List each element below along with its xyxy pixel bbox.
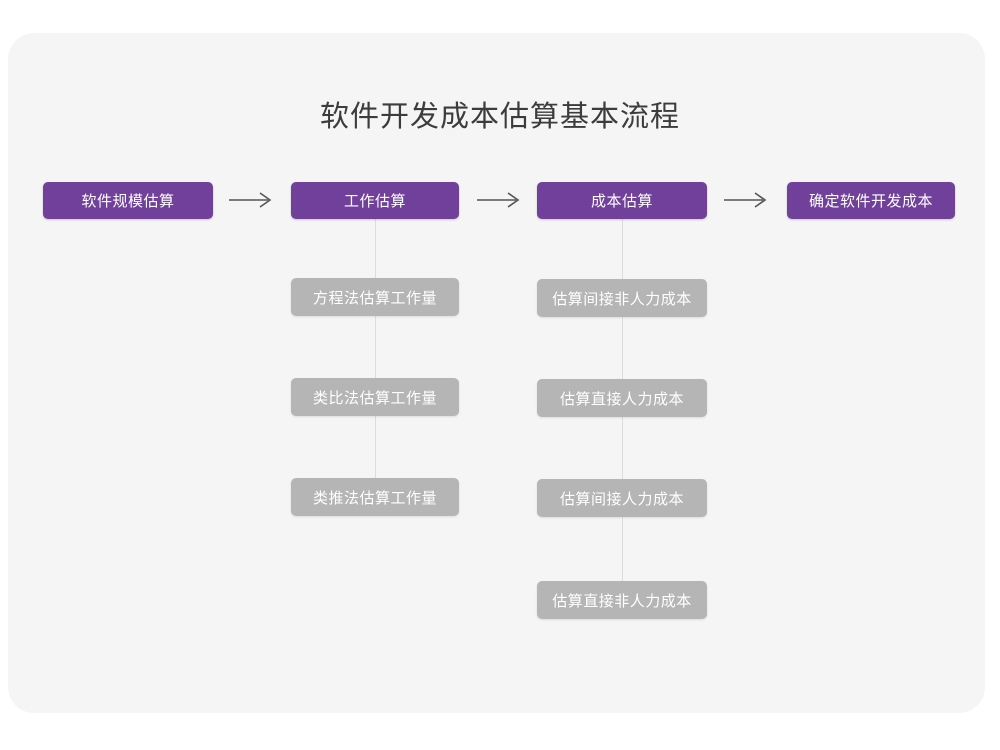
substep-box-inference-method-effort[interactable]: 类推法估算工作量 (291, 478, 459, 516)
arrow-right-icon (476, 190, 522, 210)
stage-box-effort-estimation[interactable]: 工作估算 (291, 182, 459, 219)
substep-box-indirect-nonlabor-cost[interactable]: 估算间接非人力成本 (537, 279, 707, 317)
connector-line-stage-3 (622, 517, 623, 581)
connector-line-stage-2 (375, 219, 376, 279)
stage-box-software-scale-estimation[interactable]: 软件规模估算 (43, 182, 213, 219)
page-title: 软件开发成本估算基本流程 (319, 101, 680, 133)
stage-box-cost-estimation[interactable]: 成本估算 (537, 182, 707, 219)
diagram-card (8, 33, 985, 713)
substep-box-analogy-method-effort[interactable]: 类比法估算工作量 (291, 378, 459, 416)
arrow-right-icon (723, 190, 769, 210)
stage-box-determine-development-cost[interactable]: 确定软件开发成本 (787, 182, 955, 219)
connector-line-stage-3 (622, 219, 623, 279)
substep-box-indirect-labor-cost[interactable]: 估算间接人力成本 (537, 479, 707, 517)
arrow-right-icon (228, 190, 274, 210)
connector-line-stage-3 (622, 417, 623, 479)
substep-box-direct-nonlabor-cost[interactable]: 估算直接非人力成本 (537, 581, 707, 619)
substep-box-direct-labor-cost[interactable]: 估算直接人力成本 (537, 379, 707, 417)
connector-line-stage-3 (622, 317, 623, 379)
substep-box-equation-method-effort[interactable]: 方程法估算工作量 (291, 278, 459, 316)
connector-line-stage-2 (375, 316, 376, 379)
connector-line-stage-2 (375, 416, 376, 479)
